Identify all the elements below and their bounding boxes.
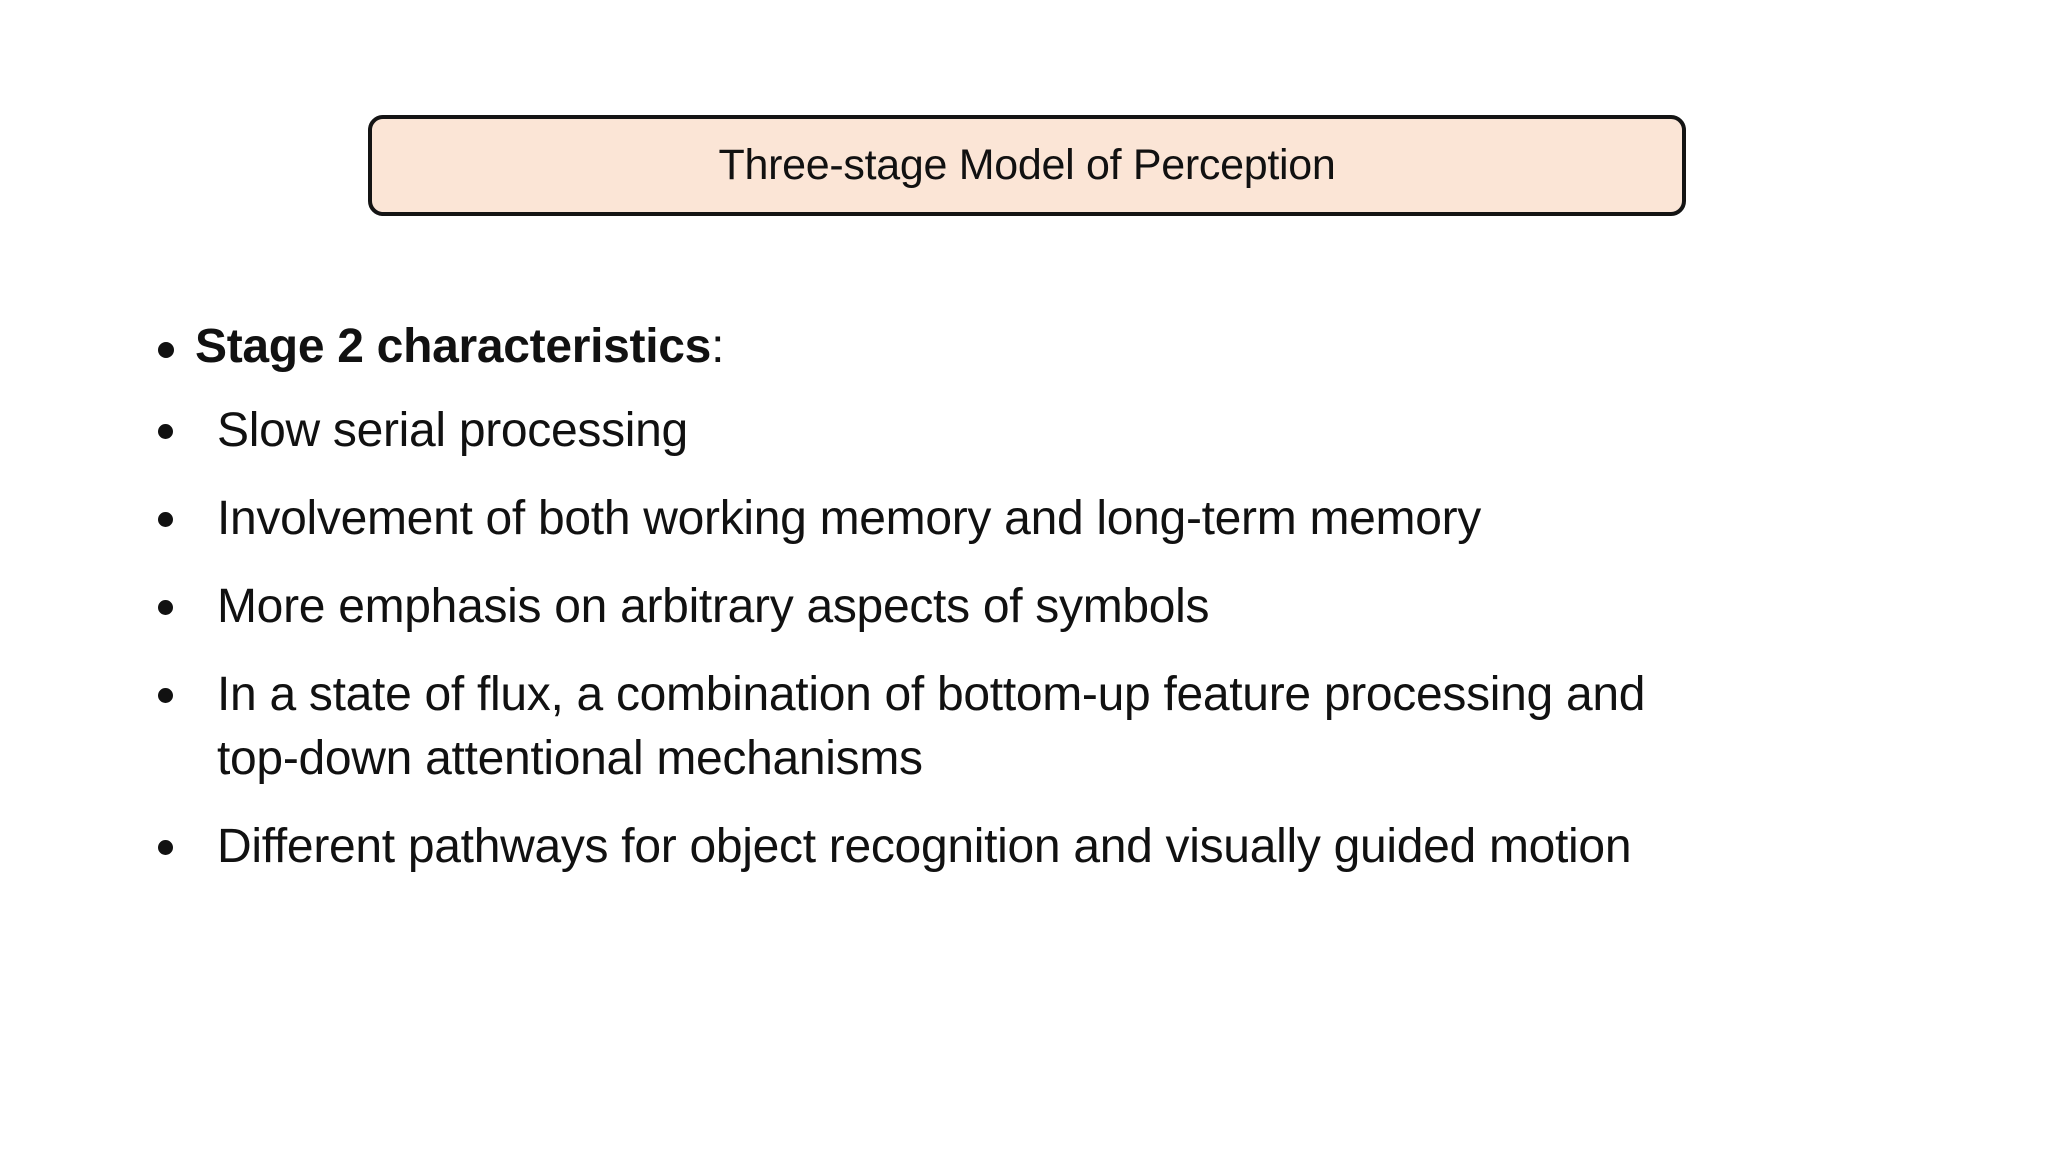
bullet-dot-icon (158, 512, 173, 527)
bullet-dot-icon (158, 424, 173, 439)
bullet-text: Slow serial processing (217, 404, 688, 457)
bullet-dot-icon (158, 342, 174, 358)
bullet-item-state-of-flux: In a state of flux, a combination of bot… (158, 663, 1958, 791)
bullet-text: Involvement of both working memory and l… (217, 492, 1482, 545)
bullet-list: Stage 2 characteristics: Slow serial pro… (158, 315, 1958, 903)
bullet-dot-icon (158, 840, 173, 855)
bullet-text: More emphasis on arbitrary aspects of sy… (217, 580, 1210, 633)
bullet-heading-text: Stage 2 characteristics (195, 320, 712, 373)
bullet-item-stage2-heading: Stage 2 characteristics: (158, 315, 1958, 379)
bullet-heading-colon: : (711, 320, 725, 373)
bullet-text-line1: In a state of flux, a combination of bot… (217, 668, 1646, 721)
bullet-dot-icon (158, 688, 173, 703)
bullet-text: Different pathways for object recognitio… (217, 820, 1632, 873)
bullet-item-arbitrary-symbols: More emphasis on arbitrary aspects of sy… (158, 575, 1958, 639)
bullet-item-slow-serial: Slow serial processing (158, 399, 1958, 463)
slide-title: Three-stage Model of Perception (718, 141, 1336, 189)
bullet-dot-icon (158, 600, 173, 615)
bullet-item-memory-involvement: Involvement of both working memory and l… (158, 487, 1958, 551)
bullet-text-line2: top-down attentional mechanisms (217, 732, 923, 785)
slide-title-box: Three-stage Model of Perception (368, 115, 1686, 216)
bullet-item-different-pathways: Different pathways for object recognitio… (158, 815, 1958, 879)
